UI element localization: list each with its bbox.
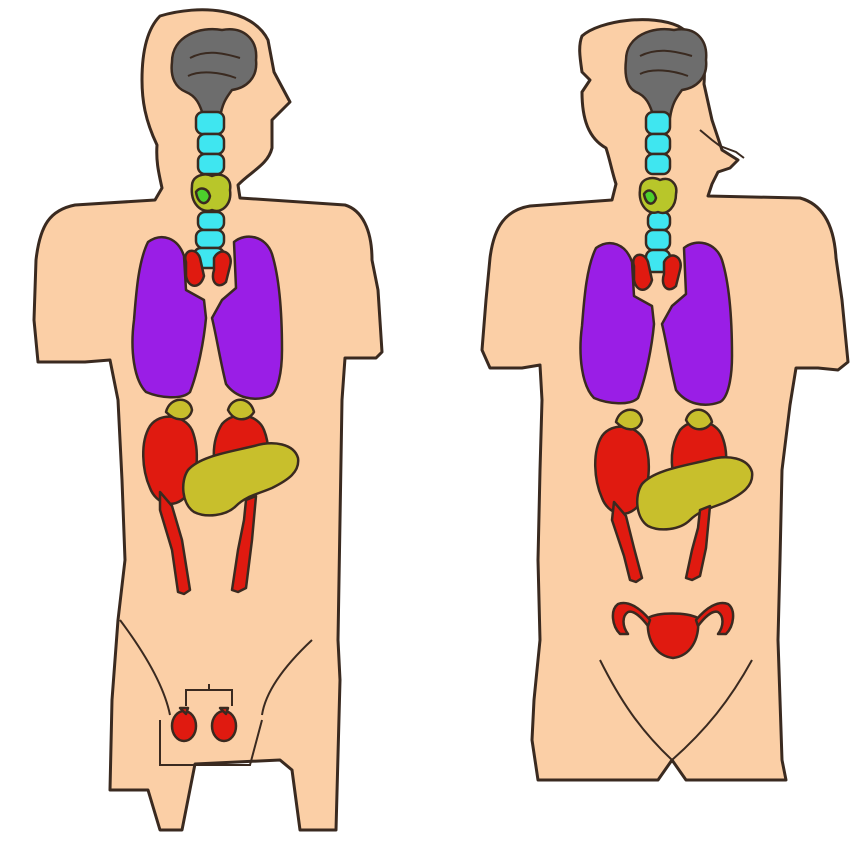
female-figure <box>482 20 848 780</box>
thyroid-icon <box>192 174 230 210</box>
male-figure <box>34 10 382 830</box>
thyroid-icon <box>640 178 677 213</box>
